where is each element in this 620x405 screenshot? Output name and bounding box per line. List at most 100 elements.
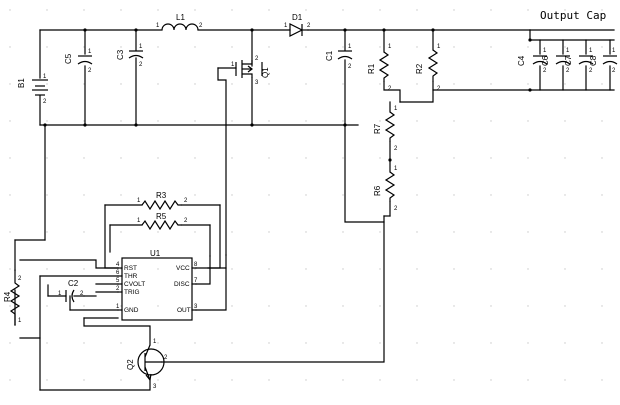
grid-dot (46, 83, 48, 85)
C3-ref: C3 (116, 49, 125, 60)
grid-dot (564, 231, 566, 233)
Q1-pin1: 1 (231, 62, 235, 68)
grid-dot (342, 231, 344, 233)
C1-pin1: 1 (348, 44, 352, 50)
grid-dot (490, 83, 492, 85)
grid-dot (9, 157, 11, 159)
grid-dot (490, 268, 492, 270)
grid-dot (83, 305, 85, 307)
grid-dot (416, 379, 418, 381)
inductor-L1: L1 1 2 (156, 13, 203, 31)
R1-pin2: 2 (388, 86, 392, 92)
grid-dot (564, 305, 566, 307)
grid-dot (342, 83, 344, 85)
grid-dot (305, 194, 307, 196)
grid-dot (416, 268, 418, 270)
U1-pinnum-thr: 6 (116, 270, 120, 276)
grid-dot (416, 342, 418, 344)
grid-dot (268, 157, 270, 159)
grid-dot (564, 157, 566, 159)
schematic-title: Output Cap (540, 9, 606, 22)
grid-dot (157, 305, 159, 307)
grid-dot (416, 9, 418, 11)
resistor-R5: R5 1 2 (137, 212, 188, 231)
R4-pin2: 2 (18, 276, 22, 282)
grid-dot (194, 46, 196, 48)
grid-dot (231, 194, 233, 196)
U1-pin-cvolt: CVOLT (124, 281, 145, 288)
grid-dot (453, 268, 455, 270)
grid-dot (231, 305, 233, 307)
grid-dot (527, 342, 529, 344)
grid-dot (453, 342, 455, 344)
grid-dot (453, 9, 455, 11)
grid-dot (83, 268, 85, 270)
grid-dot (527, 9, 529, 11)
grid-dot (379, 194, 381, 196)
grid-dot (416, 46, 418, 48)
grid-dot (416, 157, 418, 159)
grid-dot (9, 194, 11, 196)
R6-ref: R6 (373, 185, 382, 196)
U1-pinnum-trig: 2 (116, 286, 120, 292)
diode-D1: D1 1 2 (284, 13, 311, 37)
grid-dot (157, 194, 159, 196)
grid-dot (342, 305, 344, 307)
grid-dot (564, 268, 566, 270)
grid-dot (601, 305, 603, 307)
grid-dot (453, 157, 455, 159)
grid-dot (231, 342, 233, 344)
grid-dot (46, 120, 48, 122)
R7-pin2: 2 (394, 146, 398, 152)
grid-dot (268, 268, 270, 270)
grid-dot (564, 9, 566, 11)
grid-dot (527, 231, 529, 233)
grid-dot (9, 83, 11, 85)
grid-dot (453, 120, 455, 122)
grid-dot (83, 46, 85, 48)
grid-dot (490, 9, 492, 11)
grid-dot (46, 342, 48, 344)
grid-dot (490, 157, 492, 159)
grid-dot (231, 157, 233, 159)
grid-dot (157, 379, 159, 381)
R4-pin1: 1 (18, 318, 22, 324)
grid-dot (9, 268, 11, 270)
C6-pin2: 2 (566, 68, 570, 74)
grid-dot (601, 157, 603, 159)
Q1-pin3: 3 (255, 80, 259, 86)
grid-dot (46, 194, 48, 196)
capacitor-C1: C1 1 2 (325, 44, 353, 70)
grid-dot (83, 9, 85, 11)
grid-dot (490, 46, 492, 48)
R5-ref: R5 (156, 212, 167, 221)
R2-ref: R2 (415, 63, 424, 74)
grid-dot (9, 379, 11, 381)
grid-dot (527, 379, 529, 381)
grid-dot (305, 231, 307, 233)
C2-pin2: 2 (80, 291, 84, 297)
grid-dot (157, 83, 159, 85)
grid-dot (83, 83, 85, 85)
grid-dot (120, 157, 122, 159)
C7-pin1: 1 (589, 48, 593, 54)
grid-dot (601, 46, 603, 48)
Q1-pin2: 2 (255, 56, 259, 62)
grid-dot (157, 342, 159, 344)
grid-dot (564, 120, 566, 122)
grid-dot (157, 9, 159, 11)
U1-pinnum-gnd: 1 (116, 304, 120, 310)
grid-dot (379, 9, 381, 11)
grid-dot (9, 231, 11, 233)
grid-dot (564, 46, 566, 48)
grid-dot (379, 342, 381, 344)
grid-dot (157, 120, 159, 122)
grid-dot (601, 342, 603, 344)
grid-dot (46, 268, 48, 270)
grid-dot (9, 120, 11, 122)
grid-dot (379, 268, 381, 270)
grid-dot (379, 46, 381, 48)
L1-pin1: 1 (156, 23, 160, 29)
mosfet-Q1: Q1 1 2 3 (231, 56, 270, 86)
grid-dot (120, 231, 122, 233)
